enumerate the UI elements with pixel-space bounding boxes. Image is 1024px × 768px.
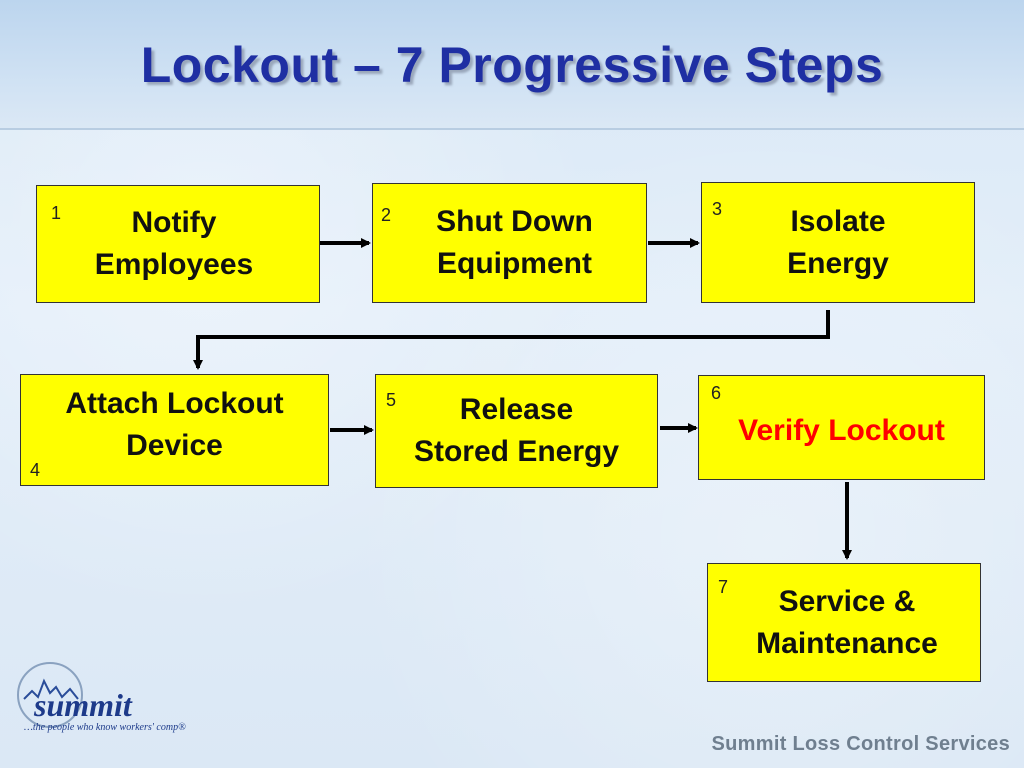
step-label: Attach Lockout Device: [65, 387, 284, 462]
footer-company: Summit Loss Control Services: [711, 733, 1010, 755]
step-service-maintenance: 7 Service & Maintenance: [707, 563, 981, 682]
step-label: Notify Employees: [94, 206, 254, 281]
step-number: 1: [51, 203, 62, 223]
summit-logo-icon: [17, 662, 83, 728]
step-label: Isolate Energy: [787, 204, 889, 280]
page-title: Lockout – 7 Progressive Steps: [140, 37, 884, 93]
step-shut-down-equipment: 2 Shut Down Equipment: [372, 183, 647, 303]
step-label: Verify Lockout: [738, 413, 945, 447]
step-verify-lockout: 6 Verify Lockout: [698, 375, 985, 480]
step-label: Release Stored Energy: [413, 393, 620, 468]
step-label: Shut Down Equipment: [436, 205, 593, 280]
arrow-3-4: [193, 310, 830, 370]
step-label: Service & Maintenance: [756, 584, 938, 660]
step-number: 7: [718, 577, 729, 597]
step-attach-lockout-device: 4 Attach Lockout Device: [20, 374, 329, 486]
step-release-stored-energy: 5 Release Stored Energy: [375, 374, 658, 488]
step-number: 4: [30, 460, 41, 480]
step-number: 3: [712, 199, 723, 219]
logo-tagline: …the people who know workers' comp®: [24, 722, 186, 733]
header-band: [0, 0, 1024, 130]
step-number: 2: [381, 205, 392, 225]
step-notify-employees: 1 Notify Employees: [36, 185, 320, 303]
step-isolate-energy: 3 Isolate Energy: [701, 182, 975, 303]
step-number: 5: [386, 390, 397, 410]
logo-wordmark: summit: [34, 687, 132, 723]
step-number: 6: [711, 383, 722, 403]
